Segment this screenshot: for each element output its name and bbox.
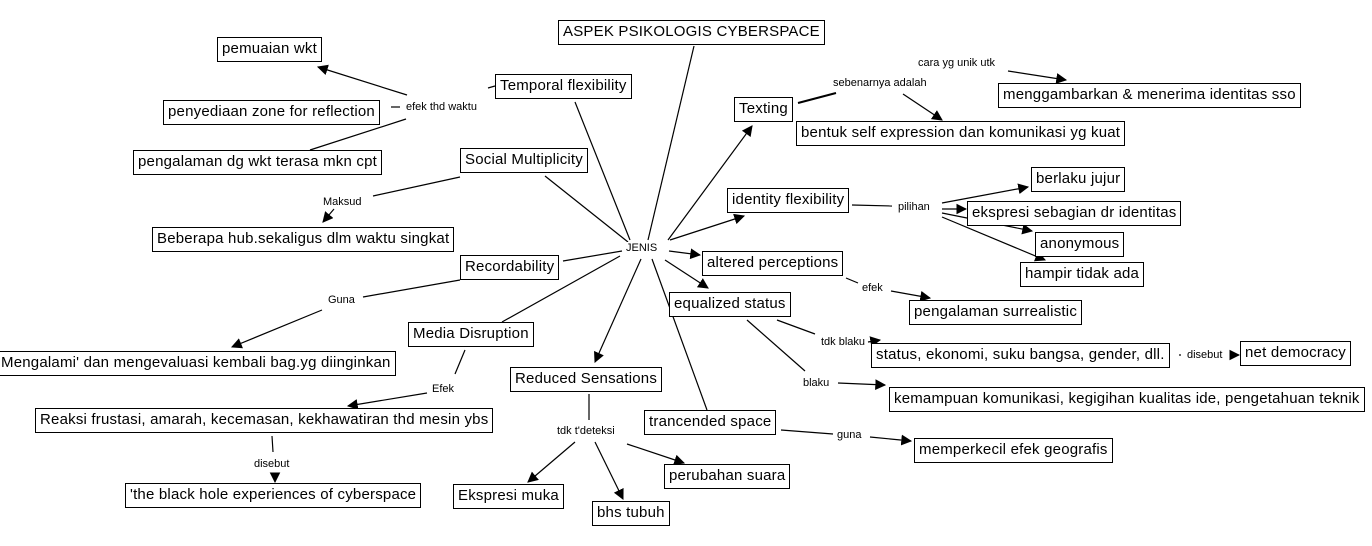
node-kemampuan-komunikasi[interactable]: kemampuan komunikasi, kegigihan kualitas… — [889, 387, 1365, 412]
node-social-multiplicity[interactable]: Social Multiplicity — [460, 148, 588, 173]
link-label-efek-thd-waktu: efek thd waktu — [405, 101, 478, 113]
link-label-efek-media: Efek — [431, 383, 456, 395]
node-ekspresi-sebagian[interactable]: ekspresi sebagian dr identitas — [967, 201, 1182, 226]
link-label-guna-geografis: guna — [836, 429, 863, 441]
edge-root-jenis — [647, 45, 695, 241]
node-reduced-sensations[interactable]: Reduced Sensations — [510, 367, 663, 392]
node-pemuaian-wkt[interactable]: pemuaian wkt — [217, 37, 322, 62]
node-beberapa-hub[interactable]: Beberapa hub.sekaligus dlm waktu singkat — [152, 227, 455, 252]
edge-jenis-identity — [669, 213, 746, 241]
root-concept-node[interactable]: ASPEK PSIKOLOGIS CYBERSPACE — [558, 20, 825, 45]
link-label-sebenarnya-adalah: sebenarnya adalah — [832, 77, 928, 89]
link-label-disebut-blackhole: disebut — [253, 458, 291, 470]
edge-jenis-media — [501, 255, 621, 323]
node-reaksi-frustasi[interactable]: Reaksi frustasi, amarah, kecemasan, kekh… — [35, 408, 494, 433]
node-hampir-tidak-ada[interactable]: hampir tidak ada — [1020, 262, 1145, 287]
node-menggambarkan[interactable]: menggambarkan & menerima identitas sso — [998, 83, 1301, 108]
node-altered-perceptions[interactable]: altered perceptions — [702, 251, 844, 276]
edge-jenis-trancended — [651, 258, 708, 411]
link-label-efek-altered: efek — [861, 282, 884, 294]
link-label-blaku: blaku — [802, 377, 831, 389]
link-label-cara-unik: cara yg unik utk — [917, 57, 997, 69]
node-pengalaman-surrealistic[interactable]: pengalaman surrealistic — [909, 300, 1083, 325]
link-label-tdk-blaku: tdk blaku — [820, 336, 867, 348]
edge-jenis-altered — [668, 248, 702, 260]
node-bhs-tubuh[interactable]: bhs tubuh — [592, 501, 670, 526]
node-trancended-space[interactable]: trancended space — [644, 410, 777, 435]
node-media-disruption[interactable]: Media Disruption — [408, 322, 534, 347]
edge-jenis-reduced — [594, 258, 642, 363]
hub-label-jenis: JENIS — [625, 242, 659, 254]
node-identity-flexibility[interactable]: identity flexibility — [727, 188, 850, 213]
node-equalized-status[interactable]: equalized status — [669, 292, 791, 317]
edge-jenis-texting — [667, 125, 753, 241]
node-recordability[interactable]: Recordability — [460, 255, 560, 280]
link-label-guna: Guna — [327, 294, 356, 306]
node-temporal-flexibility[interactable]: Temporal flexibility — [495, 74, 632, 99]
node-berlaku-jujur[interactable]: berlaku jujur — [1031, 167, 1126, 192]
node-pengalaman-wkt[interactable]: pengalaman dg wkt terasa mkn cpt — [133, 150, 383, 175]
link-label-disebut-netdem: disebut — [1186, 349, 1224, 361]
node-status-ekonomi[interactable]: status, ekonomi, suku bangsa, gender, dl… — [871, 343, 1170, 368]
edge-jenis-social — [544, 175, 629, 243]
link-label-pilihan: pilihan — [897, 201, 931, 213]
node-perubahan-suara[interactable]: perubahan suara — [664, 464, 791, 489]
edge-jenis-equalized — [664, 259, 709, 289]
link-label-tdk-terdeteksi: tdk t'deteksi — [556, 425, 616, 437]
node-mengalami[interactable]: Mengalami' dan mengevaluasi kembali bag.… — [0, 351, 396, 376]
node-ekspresi-muka[interactable]: Ekspresi muka — [453, 484, 564, 509]
link-label-maksud: Maksud — [322, 196, 363, 208]
node-memperkecil-efek[interactable]: memperkecil efek geografis — [914, 438, 1113, 463]
node-penyediaan-zone[interactable]: penyediaan zone for reflection — [163, 100, 380, 125]
edge-jenis-temporal — [574, 101, 631, 241]
node-anonymous[interactable]: anonymous — [1035, 232, 1125, 257]
node-black-hole[interactable]: 'the black hole experiences of cyberspac… — [125, 483, 422, 508]
node-texting[interactable]: Texting — [734, 97, 793, 122]
node-net-democracy[interactable]: net democracy — [1240, 341, 1351, 366]
edge-jenis-record — [562, 250, 623, 262]
node-bentuk-self-expression[interactable]: bentuk self expression dan komunikasi yg… — [796, 121, 1126, 146]
